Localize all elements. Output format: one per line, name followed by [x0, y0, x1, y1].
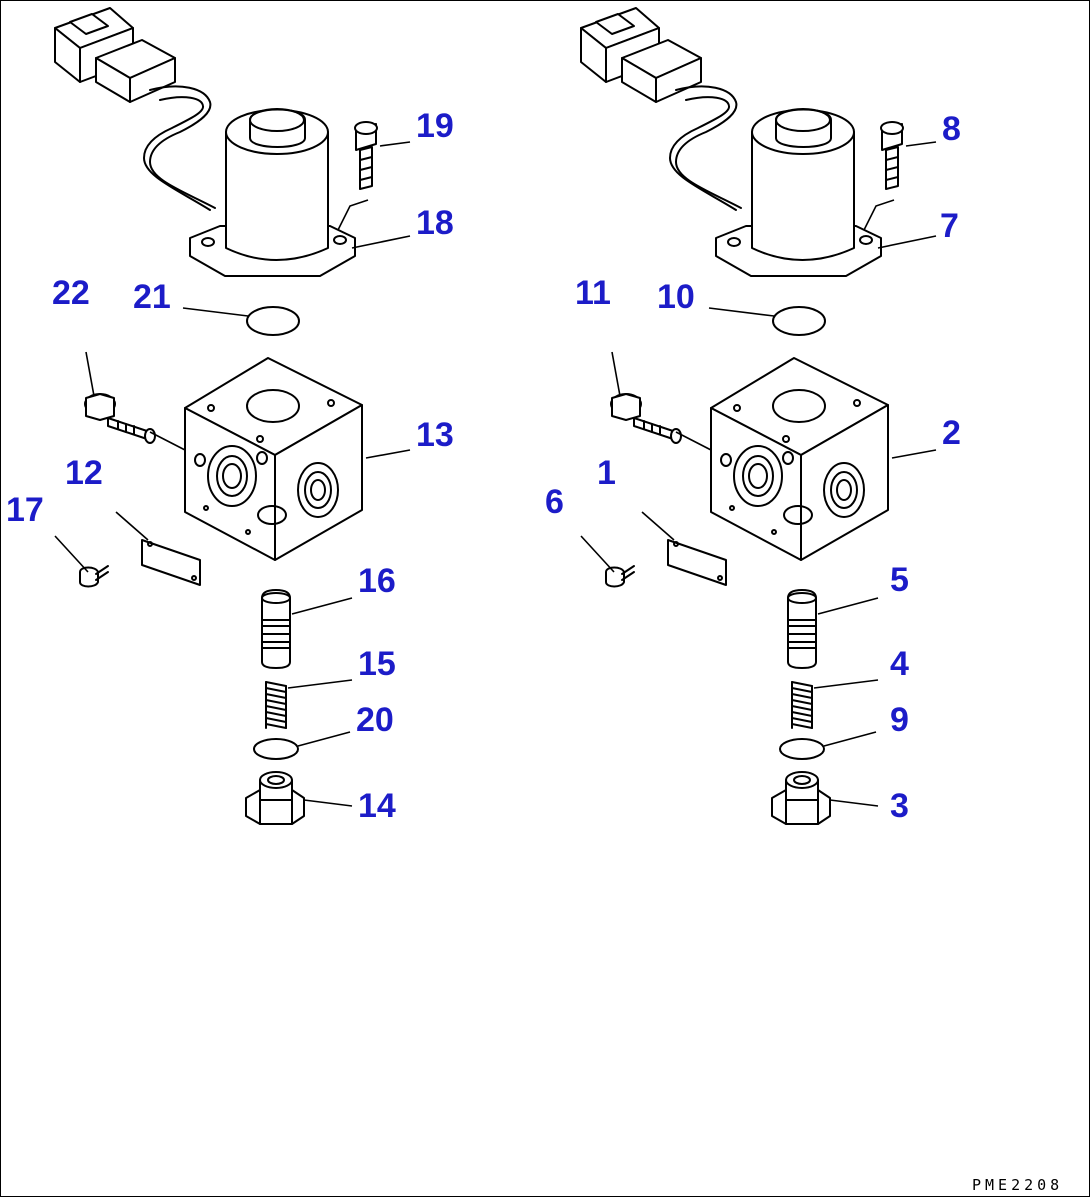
callout-solenoid-left: 18 — [416, 204, 454, 242]
callout-rivet-left: 17 — [6, 491, 44, 529]
callout-spring-left: 15 — [358, 645, 396, 683]
callout-spool-right: 5 — [890, 561, 909, 599]
callout-mounting-bolt-right: 8 — [942, 110, 961, 148]
callout-bolt-left: 22 — [52, 274, 90, 312]
drawing-code: PME2208 — [972, 1176, 1063, 1194]
assembly-right — [580, 7, 937, 825]
callout-mounting-bolt-left: 19 — [416, 107, 454, 145]
callout-valve-body-left: 13 — [416, 416, 454, 454]
callout-rivet-right: 6 — [545, 483, 564, 521]
callout-spool-left: 16 — [358, 562, 396, 600]
callout-o-ring-top-right: 10 — [657, 278, 695, 316]
callout-spring-right: 4 — [890, 645, 909, 683]
callout-plug-left: 14 — [358, 787, 396, 825]
callout-plug-right: 3 — [890, 787, 909, 825]
callout-name-plate-right: 1 — [597, 454, 616, 492]
callout-bolt-right: 11 — [575, 274, 611, 312]
callout-o-ring-top-left: 21 — [133, 278, 171, 316]
callout-valve-body-right: 2 — [942, 414, 961, 452]
callout-name-plate-left: 12 — [65, 454, 103, 492]
callout-o-ring-bottom-left: 20 — [356, 701, 394, 739]
callout-solenoid-right: 7 — [940, 207, 959, 245]
callout-o-ring-bottom-right: 9 — [890, 701, 909, 739]
